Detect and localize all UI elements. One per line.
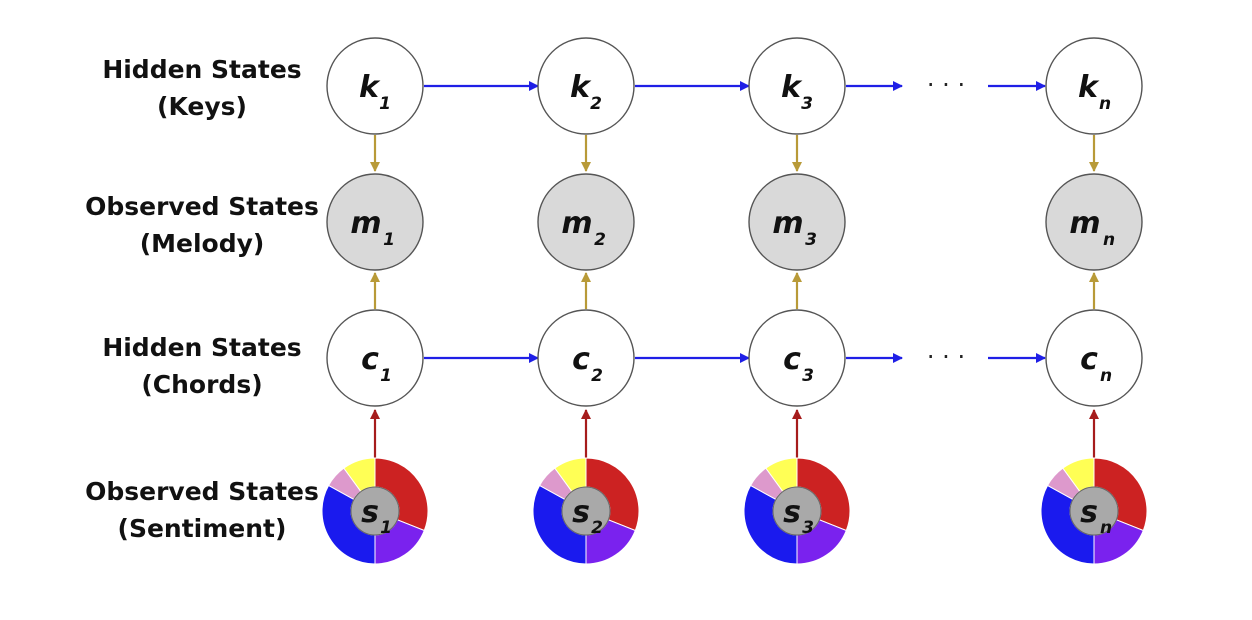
row-label-sentiment-line2: (Sentiment) bbox=[118, 514, 287, 543]
row-label-keys: Hidden States (Keys) bbox=[102, 55, 301, 121]
chord-node-1: c 1 bbox=[326, 309, 424, 407]
sentiment-arrows bbox=[370, 409, 1099, 459]
chord-node-n-sub: n bbox=[1100, 366, 1112, 386]
row-label-keys-line2: (Keys) bbox=[157, 92, 247, 121]
chord-node-n-var: c bbox=[1080, 342, 1098, 377]
melody-node-2-sub: 2 bbox=[594, 230, 606, 250]
emission-arrows bbox=[370, 135, 1099, 309]
sentiment-node-1-var: s bbox=[361, 495, 379, 530]
sentiment-node-n-ring bbox=[1040, 457, 1148, 565]
melody-node-2: m 2 bbox=[537, 173, 635, 271]
melody-node-3-sub: 3 bbox=[805, 230, 817, 250]
key-node-n-sub: n bbox=[1099, 94, 1111, 114]
key-node-1: k 1 bbox=[326, 37, 424, 135]
chord-node-3: c 3 bbox=[748, 309, 846, 407]
key-node-2-var: k bbox=[570, 70, 592, 105]
sentiment-node-n-var: s bbox=[1080, 495, 1098, 530]
key-node-1-sub: 1 bbox=[379, 94, 391, 114]
sentiment-node-1: s 1 bbox=[321, 457, 429, 565]
chord-node-2: c 2 bbox=[537, 309, 635, 407]
sentiment-node-2-var: s bbox=[572, 495, 590, 530]
key-node-3: k 3 bbox=[748, 37, 846, 135]
key-node-n-var: k bbox=[1078, 70, 1100, 105]
melody-node-3: m 3 bbox=[748, 173, 846, 271]
chord-node-2-sub: 2 bbox=[591, 366, 603, 386]
chord-node-2-var: c bbox=[572, 342, 590, 377]
chord-node-3-var: c bbox=[783, 342, 801, 377]
melody-node-1: m 1 bbox=[326, 173, 424, 271]
ellipsis-chords: · · · bbox=[927, 343, 965, 371]
chord-node-1-var: c bbox=[361, 342, 379, 377]
key-node-2-sub: 2 bbox=[590, 94, 602, 114]
ellipsis-keys: · · · bbox=[927, 71, 965, 99]
sentiment-node-n: s n bbox=[1040, 457, 1148, 565]
melody-node-n-var: m bbox=[1069, 206, 1100, 241]
melody-node-n: m n bbox=[1045, 173, 1143, 271]
sentiment-node-2: s 2 bbox=[532, 457, 640, 565]
chord-node-3-sub: 3 bbox=[802, 366, 814, 386]
sentiment-node-3-var: s bbox=[783, 495, 801, 530]
sentiment-node-2-ring bbox=[532, 457, 640, 565]
chord-node-n: c n bbox=[1045, 309, 1143, 407]
row-label-sentiment-line1: Observed States bbox=[85, 477, 319, 506]
key-node-3-sub: 3 bbox=[801, 94, 813, 114]
sentiment-node-2-sub: 2 bbox=[591, 518, 603, 538]
melody-node-3-var: m bbox=[772, 206, 803, 241]
row-label-chords-line2: (Chords) bbox=[141, 370, 262, 399]
melody-node-n-sub: n bbox=[1103, 230, 1115, 250]
melody-node-1-var: m bbox=[350, 206, 381, 241]
row-label-keys-line1: Hidden States bbox=[102, 55, 301, 84]
sentiment-node-3: s 3 bbox=[743, 457, 851, 565]
key-node-2: k 2 bbox=[537, 37, 635, 135]
key-node-3-var: k bbox=[781, 70, 803, 105]
melody-node-2-var: m bbox=[561, 206, 592, 241]
key-node-1-var: k bbox=[359, 70, 381, 105]
row-label-chords-line1: Hidden States bbox=[102, 333, 301, 362]
chord-node-1-sub: 1 bbox=[380, 366, 392, 386]
sentiment-node-1-sub: 1 bbox=[380, 518, 392, 538]
row-label-melody-line2: (Melody) bbox=[140, 229, 265, 258]
sentiment-node-3-sub: 3 bbox=[802, 518, 814, 538]
key-node-n: k n bbox=[1045, 37, 1143, 135]
row-label-melody: Observed States (Melody) bbox=[85, 192, 319, 258]
sentiment-node-n-sub: n bbox=[1100, 518, 1112, 538]
melody-node-1-sub: 1 bbox=[383, 230, 395, 250]
row-label-sentiment: Observed States (Sentiment) bbox=[85, 477, 319, 543]
row-label-chords: Hidden States (Chords) bbox=[102, 333, 301, 399]
row-label-melody-line1: Observed States bbox=[85, 192, 319, 221]
